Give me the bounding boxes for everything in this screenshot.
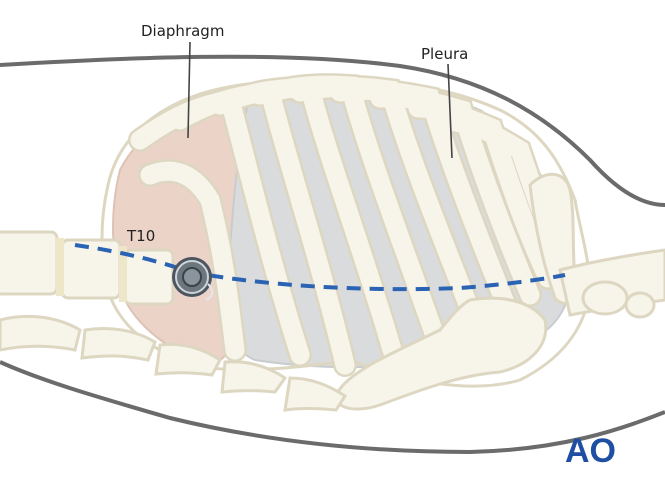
diaphragm-label: Diaphragm [141, 22, 224, 40]
body-outline-top [0, 54, 665, 207]
body-outline-bottom [0, 360, 665, 455]
scapula-humerus [334, 172, 665, 411]
diaphragm-pointer [187, 41, 191, 139]
pleura-label: Pleura [421, 45, 468, 63]
port-marker [172, 257, 214, 301]
pleura-pointer [447, 63, 453, 159]
t10-label: T10 [126, 227, 155, 245]
ribs [128, 73, 574, 377]
dashed-level-line [74, 243, 566, 292]
spine [0, 230, 348, 412]
ao-logo: AO [565, 432, 616, 470]
intervertebral-discs [56, 238, 127, 302]
